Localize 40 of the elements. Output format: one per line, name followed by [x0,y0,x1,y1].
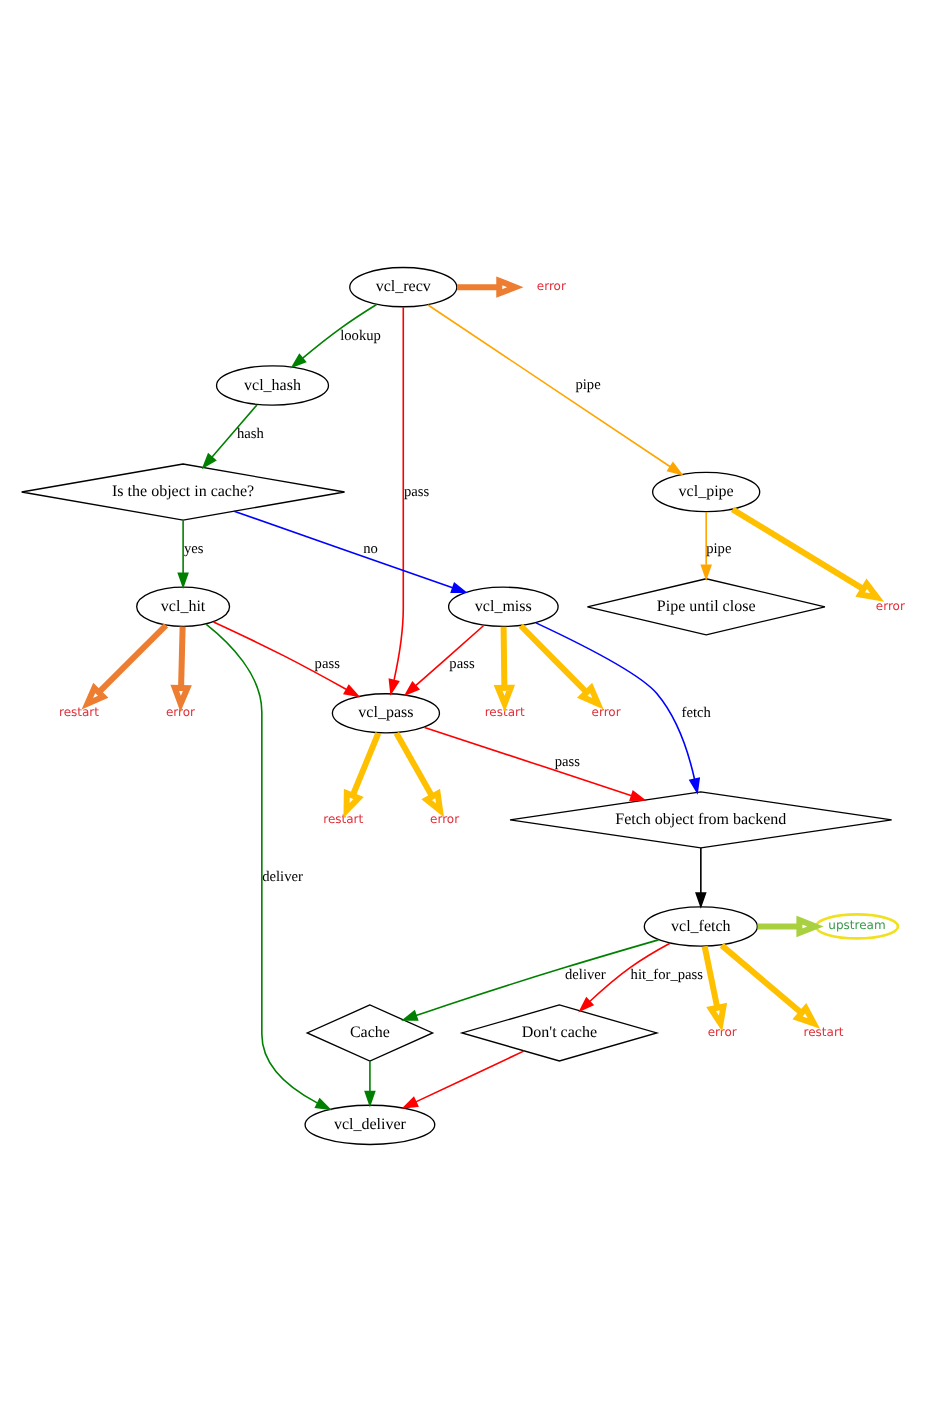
edge-label: deliver [565,965,606,984]
edge-label: hash [237,424,264,443]
arrow [201,404,258,470]
arrow [535,622,701,795]
arrow [393,731,445,818]
edge-label: pipe [575,375,601,394]
edge-label: no [363,539,378,558]
arrow [701,945,728,1032]
arrow [700,511,712,581]
edge-label: pass [404,481,430,500]
edge-label: lookup [340,326,381,345]
arrow [695,847,707,909]
arrow [343,732,382,819]
arrow [731,506,885,602]
arrow [81,623,169,710]
edge-label: fetch [681,703,711,722]
arrow [233,510,468,593]
arrow [364,1060,376,1108]
arrow [403,624,485,697]
arrow [578,942,671,1013]
arrow [757,915,824,938]
edge-label: pass [314,653,340,672]
arrow [493,626,516,713]
arrow [401,1050,525,1109]
edge-label: hit_for_pass [630,965,704,984]
edge-label: yes [184,539,204,558]
arrow [518,623,604,710]
arrow [388,306,405,696]
edge-label: pass [449,653,475,672]
arrow [401,939,660,1021]
arrow [205,623,332,1111]
arrow [719,943,821,1029]
arrow [423,726,647,801]
arrow [290,303,378,369]
arrow [427,304,684,476]
arrow [170,626,192,713]
edge-label: pass [554,752,581,771]
arrow [212,621,361,698]
arrow [457,276,524,298]
arrow [177,519,189,590]
